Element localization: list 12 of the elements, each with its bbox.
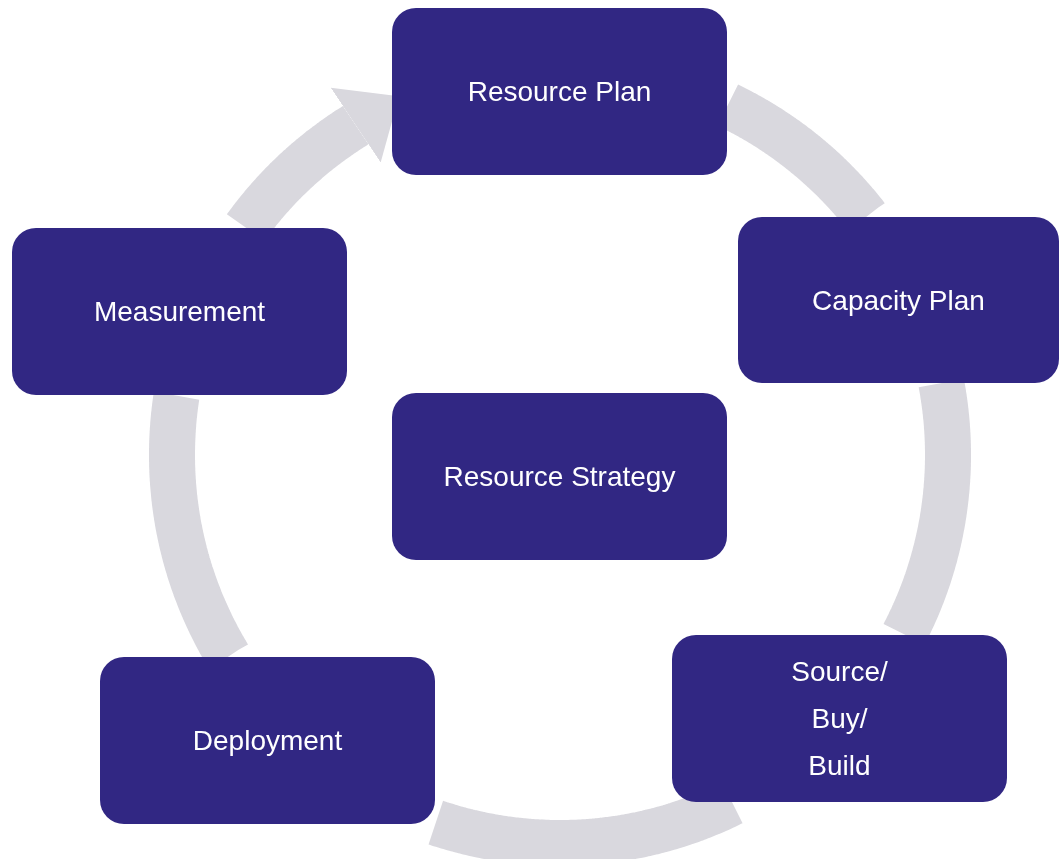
box-label: Resource Strategy — [443, 460, 676, 494]
process-box — [100, 657, 435, 824]
box-label: Resource Plan — [467, 75, 652, 109]
box-label: Deployment — [192, 724, 343, 758]
process-box — [392, 393, 727, 560]
box-label: Measurement — [93, 295, 266, 329]
box-label: Capacity Plan — [812, 283, 985, 318]
process-box — [12, 228, 347, 395]
box-label: Source/ Buy/ Build — [790, 655, 889, 783]
process-box — [392, 8, 727, 175]
process-box — [672, 635, 1007, 802]
process-box — [738, 217, 1059, 383]
